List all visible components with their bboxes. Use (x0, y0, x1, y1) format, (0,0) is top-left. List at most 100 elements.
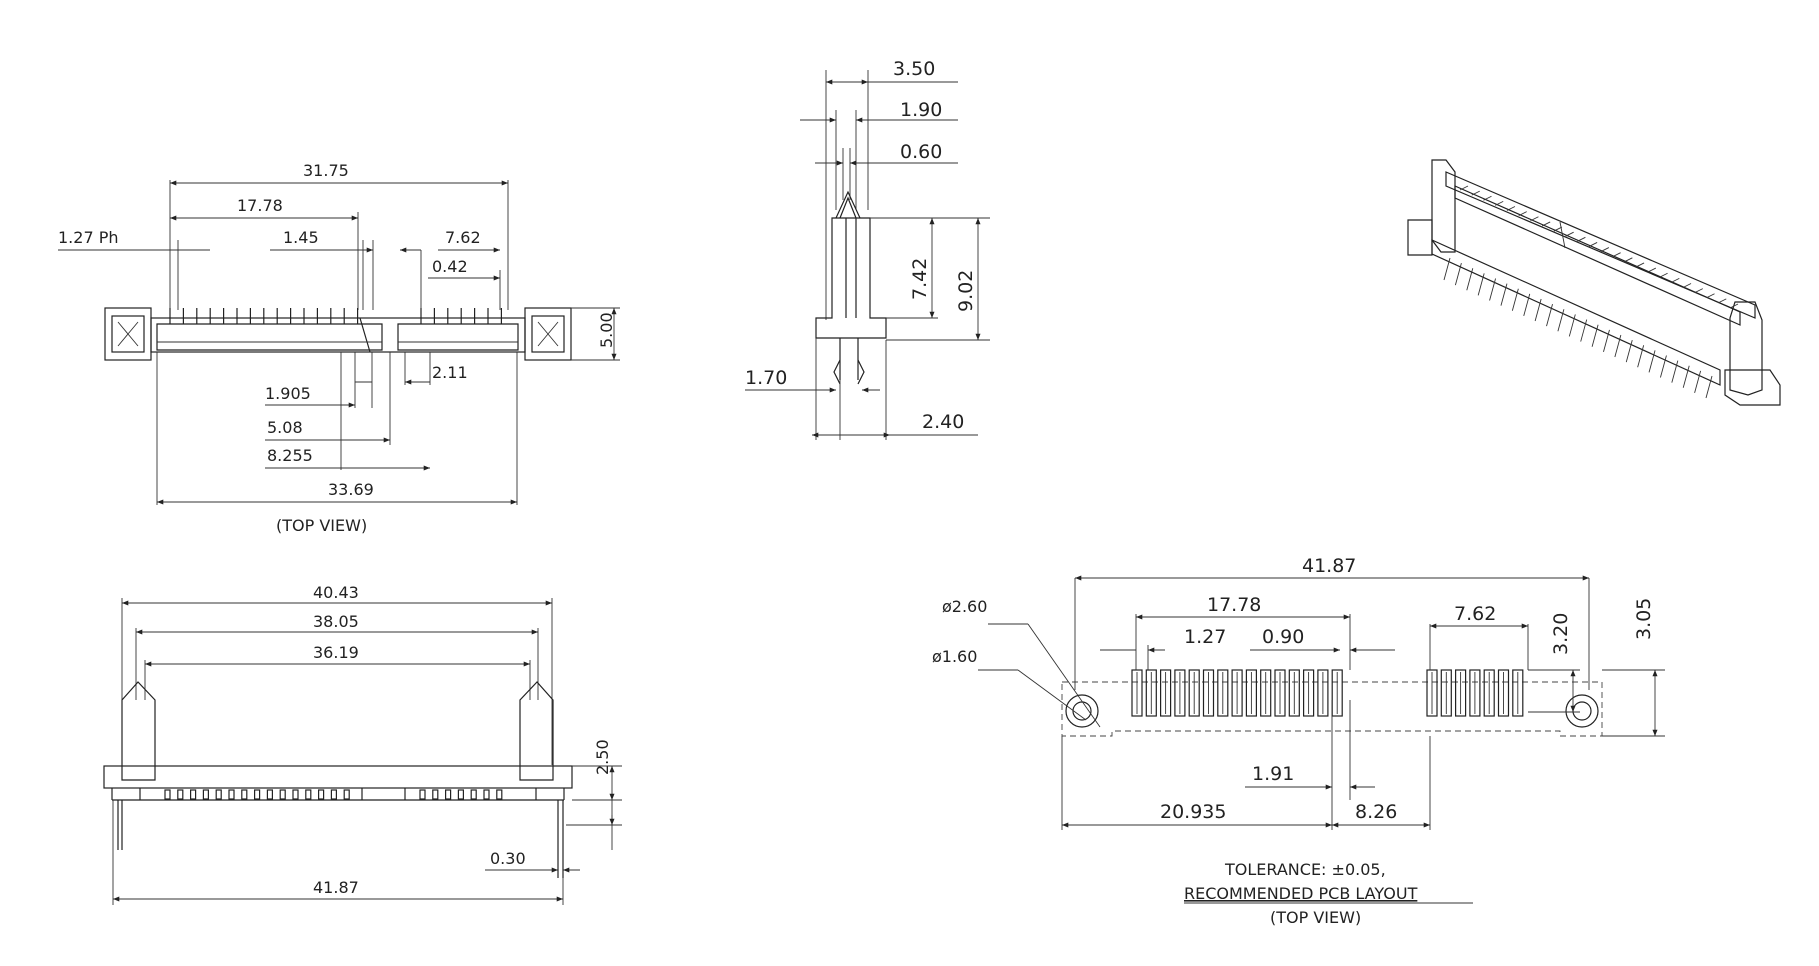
pcb-pad (1245, 669, 1258, 717)
iso-rib (1471, 190, 1480, 196)
pcb-pad (1131, 669, 1143, 717)
front-pin (241, 789, 248, 800)
pcb-layout-view: 41.87 ø2.60 ø1.60 17.78 1.27 0.90 7.62 3… (932, 555, 1665, 927)
iso-rib (1506, 206, 1516, 211)
iso-rib (1600, 247, 1610, 252)
front-pin (445, 789, 452, 800)
front-pin (419, 789, 426, 800)
dim-0-30: 0.30 (490, 849, 526, 868)
iso-rib (1718, 298, 1727, 304)
iso-pin (1682, 365, 1690, 388)
tolerance-note: TOLERANCE: ±0.05, (1224, 860, 1386, 879)
iso-rib (1694, 288, 1703, 294)
iso-rib (1588, 242, 1598, 247)
pcb-pad (1331, 669, 1343, 717)
isometric-connector-view (1407, 159, 1781, 406)
iso-pin (1443, 257, 1451, 281)
iso-pin (1705, 375, 1713, 399)
pcb-pad (1174, 669, 1186, 717)
iso-rib (1577, 236, 1586, 242)
dim-9-02: 9.02 (955, 270, 977, 312)
pcb-pad (1497, 669, 1510, 717)
front-pin (215, 789, 222, 800)
iso-pin (1694, 370, 1702, 393)
dim-8-26-pcb: 8.26 (1355, 801, 1397, 823)
dim-33-69: 33.69 (328, 480, 374, 499)
front-pin (228, 789, 235, 800)
iso-rib (1706, 293, 1715, 299)
dim-17-78: 17.78 (237, 196, 283, 215)
iso-pin (1660, 355, 1667, 378)
iso-rib (1729, 303, 1739, 309)
dim-3-50: 3.50 (893, 58, 935, 80)
dim-17-78-pcb: 17.78 (1207, 594, 1261, 616)
front-view: 40.43 38.05 36.19 2.50 0.30 41.87 (103, 583, 622, 905)
dim-20-935-pcb: 20.935 (1160, 801, 1226, 823)
dim-1-905: 1.905 (265, 384, 311, 403)
front-pin (177, 789, 184, 800)
dim-36-19: 36.19 (313, 643, 359, 662)
top-view: 31.75 17.78 1.27 Ph 1.45 7.62 0.42 5.00 … (58, 161, 620, 535)
dim-8-255: 8.255 (267, 446, 313, 465)
iso-pin (1591, 324, 1599, 347)
dim-7-62: 7.62 (445, 228, 481, 247)
iso-rib (1495, 200, 1504, 206)
iso-pin (1466, 268, 1474, 291)
iso-rib (1671, 277, 1680, 283)
iso-pin (1511, 288, 1519, 311)
iso-pin (1603, 329, 1610, 352)
front-pin (266, 789, 273, 800)
iso-pin (1625, 339, 1633, 363)
pcb-layout-caption: (TOP VIEW) (1270, 908, 1361, 927)
pcb-pad (1426, 669, 1438, 717)
dim-hole-1-60: ø1.60 (932, 647, 977, 666)
iso-rib (1541, 221, 1551, 227)
front-pin (202, 789, 209, 800)
iso-rib (1624, 257, 1633, 263)
dim-38-05: 38.05 (313, 612, 359, 631)
dim-41-87-front: 41.87 (313, 878, 359, 897)
pcb-pad (1159, 669, 1172, 717)
side-view: 3.50 1.90 0.60 7.42 9.02 1.70 2.40 (745, 58, 990, 440)
pcb-pad (1317, 669, 1329, 717)
dim-3-05-pcb: 3.05 (1633, 598, 1655, 640)
top-view-pins (169, 308, 502, 324)
iso-rib (1647, 267, 1657, 273)
pcb-pad (1512, 669, 1524, 717)
front-pin (279, 789, 286, 800)
iso-pin (1637, 345, 1645, 368)
pcb-pad (1288, 669, 1300, 717)
pcb-pad (1274, 669, 1286, 717)
dim-41-87-pcb: 41.87 (1302, 555, 1356, 577)
front-pin (470, 789, 477, 800)
dim-7-62-pcb: 7.62 (1454, 603, 1496, 625)
front-pin (292, 789, 299, 800)
iso-rib (1530, 216, 1539, 222)
front-pin (305, 789, 312, 800)
front-pin (190, 789, 197, 800)
iso-rib (1612, 252, 1621, 258)
dim-0-60: 0.60 (900, 141, 942, 163)
pcb-pad (1231, 669, 1243, 717)
pcb-pad (1302, 669, 1315, 717)
dim-1-70: 1.70 (745, 367, 787, 389)
pcb-layout-title: RECOMMENDED PCB LAYOUT (1184, 884, 1418, 903)
pcb-pad (1454, 669, 1467, 717)
pcb-pad (1217, 669, 1229, 717)
dim-1-45: 1.45 (283, 228, 319, 247)
dim-2-11: 2.11 (432, 363, 468, 382)
iso-pin (1534, 298, 1542, 322)
iso-pin (1489, 278, 1496, 301)
iso-rib (1483, 195, 1492, 201)
iso-pin (1500, 283, 1508, 306)
dim-0-90-pcb: 0.90 (1262, 626, 1304, 648)
iso-rib (1553, 226, 1563, 232)
dim-1-90: 1.90 (900, 99, 942, 121)
iso-rib (1565, 231, 1574, 237)
dim-40-43: 40.43 (313, 583, 359, 602)
iso-rib (1682, 283, 1692, 288)
iso-pin (1648, 350, 1656, 373)
dim-7-42: 7.42 (909, 258, 931, 300)
top-view-caption: (TOP VIEW) (276, 516, 367, 535)
